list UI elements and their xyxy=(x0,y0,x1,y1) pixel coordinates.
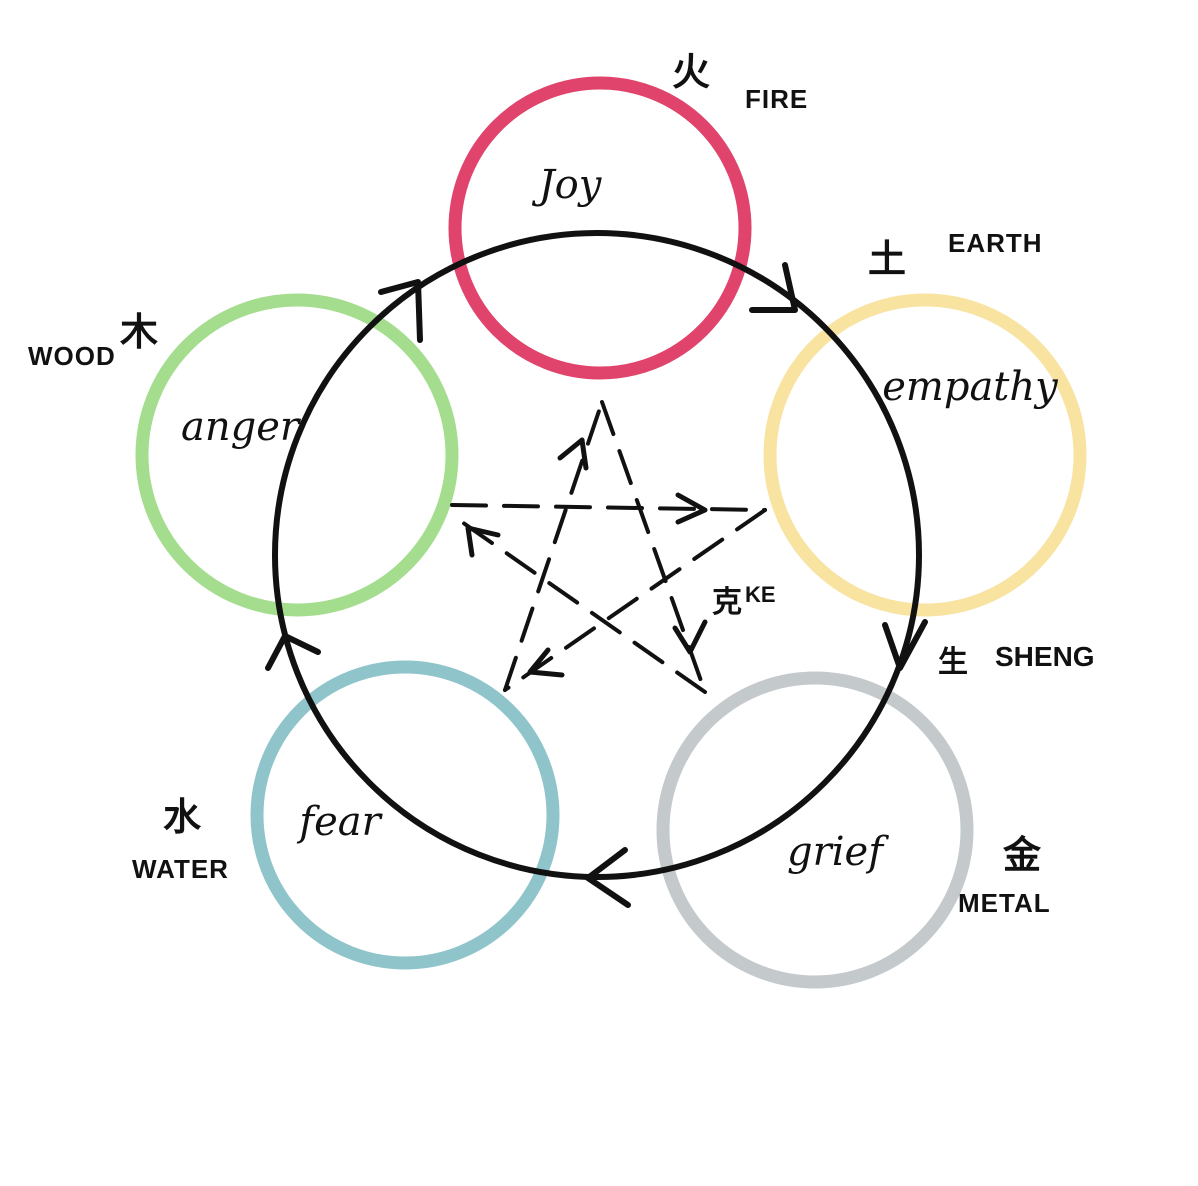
ke-arrow-down xyxy=(672,619,708,655)
element-label-fire: FIRE xyxy=(745,84,808,114)
ke-metal-to-wood xyxy=(450,513,707,694)
ke-fire-to-metal xyxy=(600,400,707,694)
element-label-wood: WOOD xyxy=(28,341,116,371)
emotion-label-earth: empathy xyxy=(882,364,1059,410)
element-label-metal: METAL xyxy=(958,888,1051,918)
ke-hanzi: 克 xyxy=(712,585,742,620)
emotion-label-water: fear xyxy=(296,799,383,845)
ke-water-to-fire xyxy=(503,400,604,692)
metal-circle xyxy=(656,671,974,989)
emotion-label-wood: anger xyxy=(181,404,302,450)
ke-arrow-up xyxy=(557,437,589,471)
emotion-label-metal: grief xyxy=(787,829,889,875)
sheng-cycle xyxy=(272,230,922,880)
element-label-earth: EARTH xyxy=(948,228,1043,258)
emotion-label-fire: Joy xyxy=(532,162,603,208)
fire-circle xyxy=(448,76,752,380)
arrow-water-to-wood xyxy=(265,633,321,671)
arrow-wood-to-fire xyxy=(378,279,423,343)
ke-arrows xyxy=(465,437,708,678)
sheng-label: SHENG xyxy=(995,641,1095,672)
ke-wood-to-earth xyxy=(450,503,767,512)
arrow-fire-to-earth xyxy=(749,262,798,313)
element-label-water: WATER xyxy=(132,854,229,884)
element-hanzi-fire: 火 xyxy=(672,50,710,94)
element-hanzi-earth: 土 xyxy=(868,237,906,281)
element-hanzi-metal: 金 xyxy=(1002,833,1042,877)
ke-arrow-right xyxy=(675,492,708,525)
arrow-earth-to-metal xyxy=(882,619,928,671)
water-circle xyxy=(250,660,560,970)
sheng-hanzi: 生 xyxy=(938,645,968,680)
arrow-metal-to-water xyxy=(585,847,631,908)
element-hanzi-water: 水 xyxy=(163,795,202,839)
wood-circle xyxy=(135,293,459,617)
sheng-arrows xyxy=(265,262,928,908)
ke-cycle xyxy=(450,400,767,694)
element-hanzi-wood: 木 xyxy=(120,310,158,354)
ke-earth-to-water xyxy=(503,508,767,692)
ke-arrow-downleft xyxy=(527,647,565,678)
earth-circle xyxy=(763,293,1087,617)
ke-label: KE xyxy=(745,582,776,607)
ke-arrow-upleft xyxy=(465,525,501,558)
